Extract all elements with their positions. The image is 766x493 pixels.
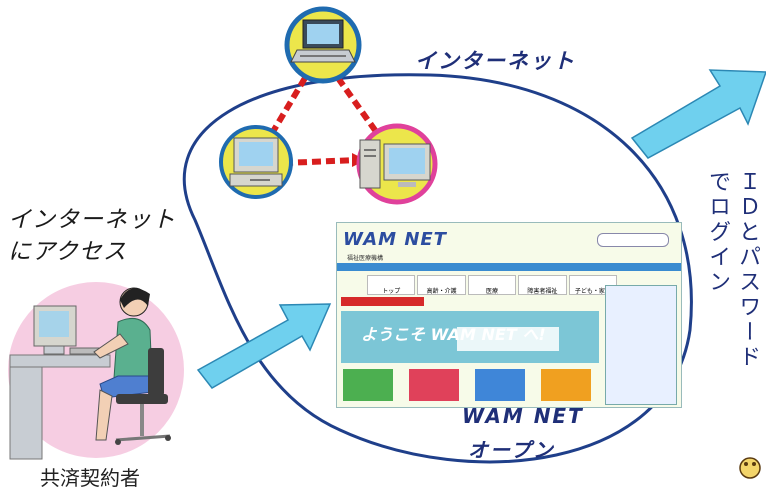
link-top-right (335, 76, 385, 142)
wamnet-sidebar (605, 285, 677, 405)
tower-computer-icon (356, 123, 438, 205)
person-at-computer-icon (8, 282, 184, 460)
wamnet-tagline: 福祉医療機構 (347, 255, 384, 262)
wamnet-tile (409, 369, 459, 401)
access-label-line2: にアクセス (8, 239, 127, 265)
internet-label: インターネット (415, 49, 576, 73)
internet-ellipse (182, 73, 693, 464)
wamnet-open-label-line1: WAM NET (462, 404, 584, 428)
search-icon (597, 233, 669, 247)
network-links (259, 76, 385, 166)
wamnet-nav-item: 高齢・介護 (417, 275, 466, 295)
wamnet-tile (541, 369, 591, 401)
login-label-col2: でログイン (705, 170, 731, 295)
arrow-icon-right (630, 69, 766, 159)
logo-fragment-icon (739, 457, 761, 479)
wamnet-open-label-line2: オープン (468, 438, 555, 462)
arrow-icon-left (196, 303, 332, 389)
user-caption: 共済契約者 (40, 466, 140, 490)
wamnet-nav-item: 障害者福祉 (518, 275, 567, 295)
laptop-icon (284, 6, 362, 84)
link-bottom (283, 157, 359, 166)
wamnet-hero-textbox (457, 327, 559, 351)
wamnet-website-screenshot: WAM NET 福祉医療機構 トップ 高齢・介護 医療 障害者福祉 子ども・家庭… (336, 222, 682, 408)
wamnet-tile (343, 369, 393, 401)
desktop-computer-icon (219, 125, 293, 199)
wamnet-nav: トップ 高齢・介護 医療 障害者福祉 子ども・家庭 (367, 275, 618, 295)
wamnet-logo: WAM NET (343, 229, 447, 250)
access-label-line1: インターネット (8, 207, 176, 233)
wamnet-tile (475, 369, 525, 401)
wamnet-alert-bar (341, 297, 424, 306)
wamnet-header-bar (337, 263, 681, 271)
wamnet-nav-item: トップ (367, 275, 416, 295)
wamnet-nav-item: 医療 (467, 275, 517, 295)
login-label-col1: ＩＤとパスワード (735, 170, 761, 370)
